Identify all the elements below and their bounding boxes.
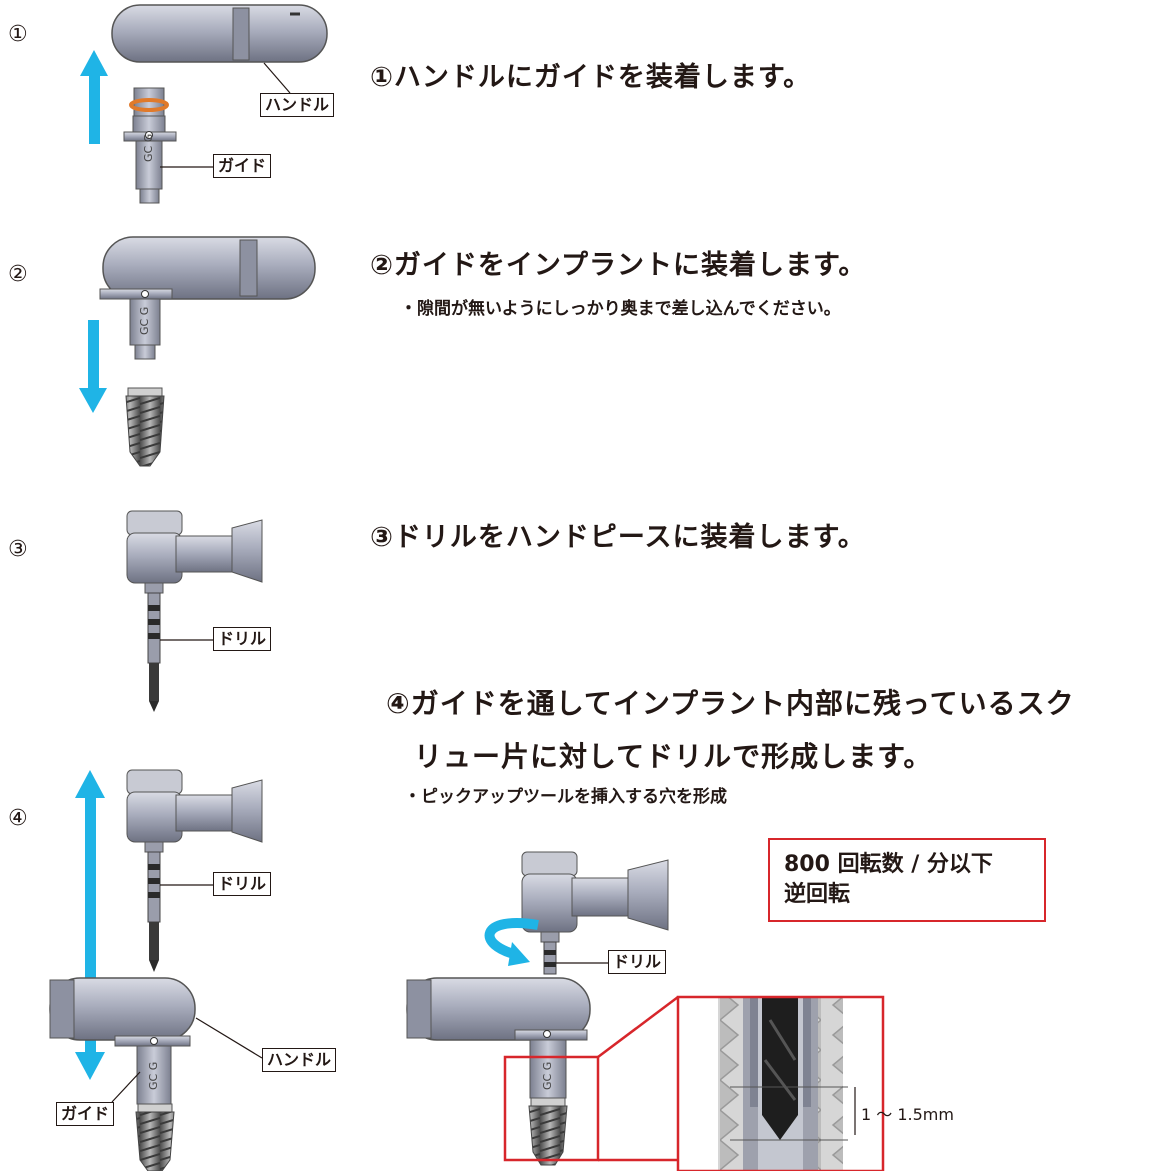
step4-guide-marking: GC G: [147, 1062, 160, 1090]
detail-handpiece: [521, 851, 669, 975]
step2-implant: [125, 387, 165, 467]
step2-down-arrow: [79, 320, 107, 413]
step2-guide-marking: GC G: [138, 307, 151, 335]
cross-section-detail: [678, 997, 883, 1171]
detail-guide-marking: GC G: [541, 1062, 554, 1090]
rotation-direction: 逆回転: [784, 882, 851, 907]
step3-drill: [147, 592, 161, 712]
step4-heading-line2: リュー片に対してドリルで形成します。: [414, 740, 933, 773]
step2-note: ・隙間が無いようにしっかり奥まで差し込んでください。: [400, 299, 841, 319]
step3-number: ③: [8, 537, 28, 562]
step3-heading: ③ドリルをハンドピースに装着します。: [370, 522, 866, 553]
detail-drill-label: ドリル: [608, 950, 667, 974]
step4-handpiece: [126, 769, 263, 972]
step3-handpiece: [126, 510, 263, 594]
step2-handle-assembly: GC G: [99, 236, 316, 360]
step1-guide: GC G: [123, 87, 177, 204]
step4-drill-label: ドリル: [213, 872, 272, 896]
step4-handle-label: ハンドル: [262, 1048, 337, 1072]
zoom-detail-frame: [676, 995, 885, 1171]
step1-handle: [111, 4, 328, 63]
step1-up-arrow: [80, 50, 108, 144]
step4-double-arrow: [75, 770, 105, 1080]
step1-heading: ①ハンドルにガイドを装着します。: [370, 62, 812, 93]
rotation-arrow: [484, 918, 539, 966]
step2-heading: ②ガイドをインプラントに装着します。: [370, 250, 867, 281]
zoom-connector-top: [597, 996, 679, 1058]
step1-handle-label: ハンドル: [260, 93, 335, 117]
step3-drill-label: ドリル: [213, 627, 272, 651]
rotation-speed: 800 回転数 / 分以下: [784, 852, 993, 877]
step4-note: ・ピックアップツールを挿入する穴を形成: [404, 787, 727, 807]
step2-number: ②: [8, 262, 28, 287]
step4-heading-line1: ④ガイドを通してインプラント内部に残っているスク: [386, 687, 1075, 720]
detail-handle-guide-implant: GC G: [406, 977, 591, 1166]
step1-number: ①: [8, 22, 28, 47]
drill-depth-dimension: 1 〜 1.5mm: [861, 1105, 954, 1124]
step4-guide-label: ガイド: [56, 1102, 115, 1126]
step4-handle-leader: [195, 1017, 263, 1059]
step4-handle-guide-implant: GC G: [49, 977, 196, 1171]
step4-number: ④: [8, 806, 28, 831]
step1-handle-leader: [263, 62, 291, 94]
step1-guide-label: ガイド: [213, 154, 272, 178]
zoom-source-frame: [503, 1055, 600, 1162]
rotation-spec-box: 800 回転数 / 分以下 逆回転: [768, 838, 1046, 922]
step4-guide-leader: [111, 1071, 141, 1103]
step1-guide-marking: GC G: [142, 134, 155, 162]
